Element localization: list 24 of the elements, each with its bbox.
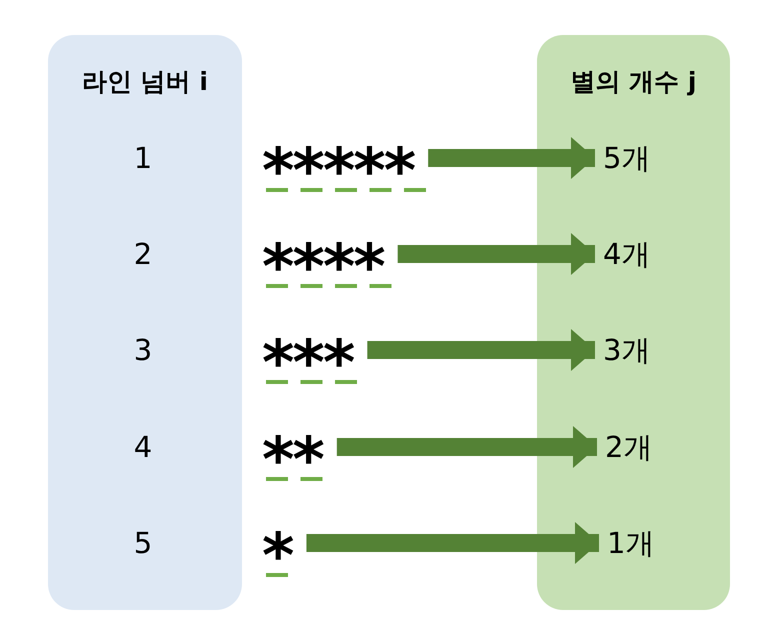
line-number: 5	[134, 529, 152, 558]
column-panel	[537, 35, 730, 610]
star-count: 5개	[603, 144, 650, 173]
star-count: 4개	[603, 240, 650, 269]
arrow	[428, 137, 595, 179]
column-heading: 라인 넘버 i	[81, 66, 209, 98]
star-row: **	[262, 429, 323, 475]
line-number: 1	[134, 144, 152, 173]
star-row: *	[262, 525, 292, 571]
star-count: 2개	[605, 433, 652, 462]
star-count: 1개	[607, 529, 654, 558]
line-number: 3	[134, 336, 152, 365]
column-heading: 별의 개수 j	[570, 66, 698, 98]
arrow	[367, 329, 595, 371]
star-row: ***	[262, 332, 354, 378]
arrow	[306, 522, 599, 564]
star-row: ****	[262, 236, 384, 282]
column-panel	[48, 35, 242, 610]
arrow	[398, 233, 595, 275]
line-number: 2	[134, 240, 152, 269]
star-row: *****	[262, 140, 414, 186]
line-number: 4	[134, 433, 152, 462]
star-count: 3개	[603, 336, 650, 365]
arrow	[336, 426, 597, 468]
